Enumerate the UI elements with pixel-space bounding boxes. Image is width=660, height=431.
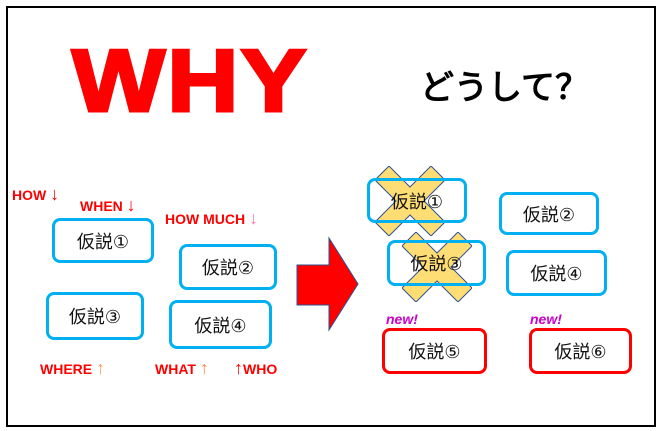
doushite-subtitle: どうして？ <box>420 68 589 108</box>
hypothesis-3-rejected: 仮説③ <box>387 240 486 286</box>
label-how-much: HOW MUCH ↓ <box>165 208 258 228</box>
why-title: WHY <box>70 30 309 132</box>
hypothesis-2-kept: 仮説② <box>499 192 599 235</box>
hypothesis-4-kept: 仮説④ <box>506 250 607 296</box>
hypothesis-4: 仮説④ <box>169 300 272 349</box>
hypothesis-2: 仮説② <box>179 244 277 290</box>
new-badge: new! <box>530 311 562 327</box>
label-what: WHAT ↑ <box>155 358 209 378</box>
cross-mark-icon <box>375 166 445 236</box>
right-arrow <box>296 236 359 332</box>
frame <box>6 6 656 427</box>
new-badge: new! <box>386 311 418 327</box>
hypothesis-5-new: 仮説⑤ <box>382 328 487 374</box>
label-how: HOW ↓ <box>12 184 60 204</box>
label-who: ↑WHO <box>234 358 278 378</box>
hypothesis-3: 仮説③ <box>46 292 144 340</box>
hypothesis-1: 仮説① <box>52 218 154 263</box>
hypothesis-1-rejected: 仮説① <box>367 178 467 223</box>
label-when: WHEN ↓ <box>80 195 136 215</box>
hypothesis-6-new: 仮説⑥ <box>529 328 632 374</box>
label-where: WHERE ↑ <box>40 358 106 378</box>
